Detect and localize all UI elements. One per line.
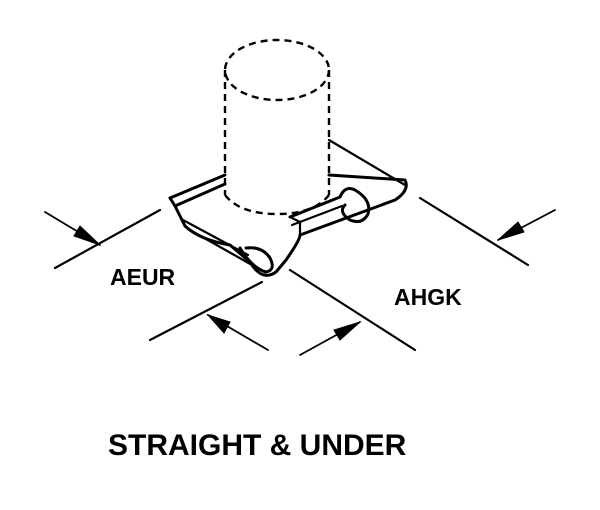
diagram-caption: STRAIGHT & UNDER <box>108 429 407 462</box>
dimension-bottom-right <box>299 321 361 356</box>
dimension-right-top <box>497 209 556 241</box>
dimension-left-top <box>44 211 101 246</box>
dimension-bottom-left <box>206 313 269 351</box>
terminal-clip <box>168 173 408 277</box>
label-right-dimension: AHGK <box>394 284 462 310</box>
board-outline <box>53 138 530 352</box>
dashed-cylinder <box>223 38 331 216</box>
label-left-dimension: AEUR <box>110 264 176 290</box>
